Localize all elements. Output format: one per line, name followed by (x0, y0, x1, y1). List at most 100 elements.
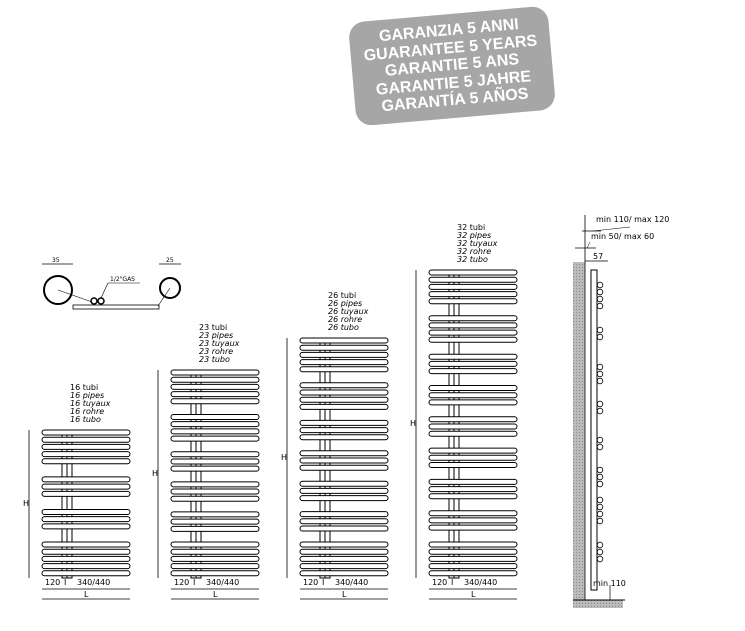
height-label: H (410, 419, 417, 428)
tube-count-it: 16 tubi (70, 383, 99, 392)
tube-end (596, 302, 604, 310)
offset-label: 120 (174, 578, 190, 587)
tube (299, 555, 389, 562)
tube-count-it: 32 tubi (457, 223, 486, 232)
tube-end (596, 473, 604, 481)
tube-end (596, 517, 604, 525)
tube (170, 511, 260, 518)
tube-count-en: 32 pipes (457, 231, 492, 240)
tube-count-de: 23 rohre (199, 347, 234, 356)
tube (428, 447, 518, 454)
tube-diameter-large: 35 (52, 257, 60, 264)
tube (428, 360, 518, 367)
tube (299, 495, 389, 502)
tube-count-en: 16 pipes (70, 391, 105, 400)
tube (428, 416, 518, 423)
tube-count-de: 26 rohre (328, 315, 363, 324)
tube (428, 336, 518, 343)
length-label: L (342, 590, 347, 599)
tube (299, 511, 389, 518)
tube (170, 428, 260, 435)
tube-count-es: 16 tubo (70, 415, 101, 424)
tube (428, 368, 518, 375)
tube (299, 464, 389, 471)
tube (41, 570, 131, 577)
tube (428, 563, 518, 570)
tube-count-fr: 16 tuyaux (70, 399, 111, 408)
tube (428, 486, 518, 493)
tube (170, 488, 260, 495)
tube (170, 458, 260, 465)
tube-end (596, 400, 604, 408)
tube-count-fr: 32 tuyaux (457, 239, 498, 248)
tube (428, 541, 518, 548)
section-view: 35 1/2"GAS 25 (42, 257, 181, 310)
width-label: 340/440 (77, 578, 111, 587)
tube (299, 457, 389, 464)
tube-end (596, 496, 604, 504)
tube-count-fr: 26 tuyaux (328, 307, 369, 316)
tube (299, 403, 389, 410)
floor-distance-label: min 110 (593, 579, 626, 588)
height-label: H (281, 453, 288, 462)
tube-end (596, 443, 604, 451)
tube (170, 495, 260, 502)
tube (170, 465, 260, 472)
tube (428, 283, 518, 290)
tube (299, 351, 389, 358)
tube-count-es: 26 tubo (328, 323, 359, 332)
tube (299, 359, 389, 366)
length-label: L (84, 590, 89, 599)
tube (41, 490, 131, 497)
tube-end (596, 510, 604, 518)
tube (170, 481, 260, 488)
tube (428, 291, 518, 298)
tube (299, 427, 389, 434)
centre-label: I (451, 578, 454, 587)
tube (428, 454, 518, 461)
centre-label: I (193, 578, 196, 587)
tube-end (596, 548, 604, 556)
tube (41, 436, 131, 443)
tube-count-de: 16 rohre (70, 407, 105, 416)
tube-count-it: 26 tubi (328, 291, 357, 300)
tube-end (596, 480, 604, 488)
tube (428, 392, 518, 399)
offset-label: 120 (432, 578, 448, 587)
tube (41, 443, 131, 450)
tube (428, 423, 518, 430)
height-label: H (23, 499, 30, 508)
tube (41, 516, 131, 523)
tube (428, 329, 518, 336)
wall-distance-label: min 110/ max 120 (596, 215, 670, 224)
tube-count-es: 23 tubo (199, 355, 230, 364)
tube-end (596, 555, 604, 563)
height-label: H (152, 469, 159, 478)
tube (299, 570, 389, 577)
tube (428, 570, 518, 577)
tube (428, 462, 518, 468)
tube (428, 276, 518, 283)
offset-label: 120 (45, 578, 61, 587)
tube (299, 563, 389, 570)
radiator-3 (286, 337, 389, 600)
tube-end (596, 363, 604, 371)
tube (428, 322, 518, 329)
tube-end (596, 466, 604, 474)
tube (41, 458, 131, 465)
centre-label: I (322, 578, 325, 587)
offset-label: 120 (303, 578, 319, 587)
tube-end (596, 503, 604, 511)
tube (428, 269, 518, 276)
tube (41, 523, 131, 530)
tube-end (596, 370, 604, 378)
tube-end (596, 281, 604, 289)
tube (170, 376, 260, 383)
tube (428, 478, 518, 485)
tube (170, 421, 260, 428)
tube-count-de: 32 rohre (457, 247, 492, 256)
tube (170, 570, 260, 577)
radiator-1 (28, 429, 131, 600)
tube (41, 555, 131, 562)
